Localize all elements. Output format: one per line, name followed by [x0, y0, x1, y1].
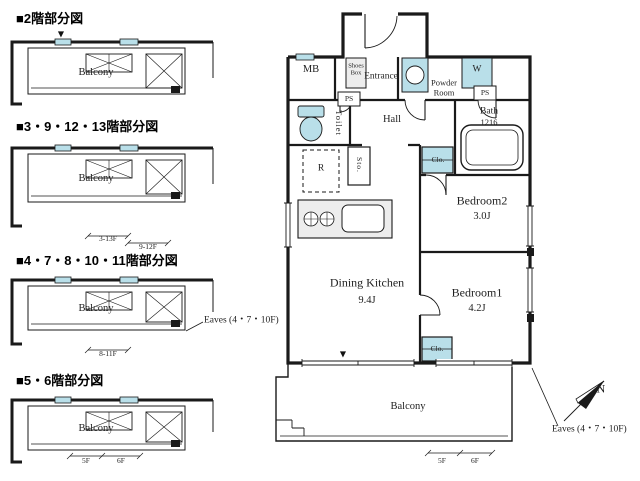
pipe-space-right: [473, 85, 497, 101]
washing-machine-space: [461, 57, 493, 89]
bathtub: [460, 124, 524, 171]
balcony-label-2f: Balcony: [78, 67, 114, 79]
closet-upper: [421, 146, 454, 174]
partial-title-4-11f: ■4・7・8・10・11階部分図: [16, 253, 178, 268]
partial-plan-2f-drawing: [10, 38, 214, 106]
room-label-powder-room: Powder Room: [431, 77, 457, 97]
label-ps-right: PS: [480, 87, 490, 97]
room-label-hall: Hall: [382, 114, 402, 126]
dim-label-8-11f: 8-11F: [99, 348, 117, 358]
dim-label-6f-main: 6F: [471, 455, 479, 465]
partial-title-3-13f: ■3・9・12・13階部分図: [16, 119, 159, 134]
eaves-leader-line: [531, 367, 559, 427]
washstand: [401, 57, 429, 93]
dim-label-5f-partial: 5F: [82, 455, 90, 465]
window-glass: [119, 144, 139, 152]
kitchen-sink: [341, 204, 385, 233]
label-dining-kitchen-size: 9.4J: [358, 295, 376, 307]
shoes-box: [345, 57, 367, 89]
window-glass: [119, 38, 139, 46]
main-plan-drawing: [275, 12, 605, 457]
balcony-label-4-11f: Balcony: [78, 303, 114, 315]
section-marker-icon: ▼: [57, 29, 65, 39]
room-label-bedroom2: Bedroom2: [456, 193, 508, 208]
windows: [284, 202, 534, 367]
partial-plan-4-11f-drawing: [10, 276, 214, 354]
kitchen-counter: [297, 199, 393, 239]
eaves-label-main: Eaves (4・7・10F): [552, 424, 627, 435]
label-north: N: [596, 381, 606, 396]
dimension-ticks: [84, 346, 132, 354]
dim-label-3-13f: 3-13F: [99, 233, 117, 243]
label-storage: Sto.: [355, 157, 365, 173]
compass-north-icon: [563, 380, 605, 422]
dimension-ticks: [66, 452, 144, 460]
label-bedroom2-size: 3.0J: [473, 211, 491, 223]
room-label-dining-kitchen: Dining Kitchen: [329, 275, 405, 290]
room-label-entrance: Entrance: [364, 71, 398, 82]
partial-title-2f: ■2階部分図: [16, 11, 84, 26]
pipe-space-left: [337, 91, 361, 107]
eaves-label-partial: Eaves (4・7・10F): [204, 315, 279, 326]
partial-title-5-6f: ■5・6階部分図: [16, 373, 104, 388]
label-closet-lower: Clo.: [430, 343, 444, 353]
room-label-mb: MB: [302, 64, 320, 76]
entrance-door-arc: [364, 14, 398, 49]
balcony-label-5-6f: Balcony: [78, 423, 114, 435]
balcony-label-main: Balcony: [390, 401, 426, 413]
dim-label-9-12f: 9-12F: [139, 241, 157, 251]
window-glass: [119, 396, 139, 404]
window-glass: [295, 53, 315, 61]
storage-box: [347, 146, 371, 186]
room-label-bedroom1: Bedroom1: [451, 285, 503, 300]
label-bath-size: 1216: [480, 117, 498, 128]
window-glass: [54, 38, 72, 46]
eaves-leader-line: [185, 321, 204, 332]
label-bedroom1-size: 4.2J: [468, 303, 486, 315]
main-dimension-lines: [424, 449, 496, 457]
label-ps-left: PS: [344, 93, 354, 103]
section-marker-icon: ▼: [339, 349, 347, 359]
partial-plan-5-6f-drawing: [10, 396, 214, 464]
toilet-fixture: [297, 105, 325, 142]
dimension-line: [88, 235, 168, 244]
label-closet-upper: Clo.: [431, 154, 445, 164]
refrigerator-space: [302, 149, 340, 193]
room-label-toilet: Toilet: [333, 110, 344, 136]
balcony-label-3-13f: Balcony: [78, 173, 114, 185]
main-balcony-outline: [275, 363, 513, 442]
dim-label-5f-main: 5F: [438, 455, 446, 465]
window-glass: [54, 144, 72, 152]
window-glass: [54, 276, 72, 284]
dimension-ticks: [84, 232, 172, 247]
interior-walls: [288, 57, 530, 363]
label-washing-machine: W: [472, 64, 482, 75]
label-refrigerator: R: [317, 163, 325, 174]
room-label-shoes-box: Shoes Box: [348, 62, 364, 77]
room-label-bath: Bath: [480, 106, 498, 117]
window-glass: [54, 396, 72, 404]
window-glass: [119, 276, 139, 284]
dim-label-6f-partial: 6F: [117, 455, 125, 465]
partial-plan-3-13f-drawing: [10, 144, 214, 247]
